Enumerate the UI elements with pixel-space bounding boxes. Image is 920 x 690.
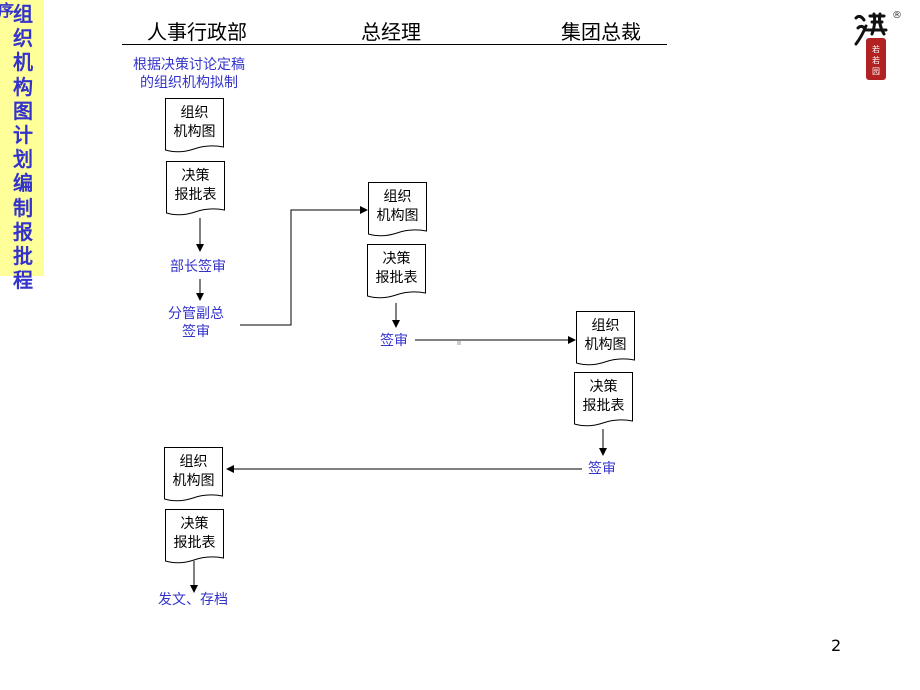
column-header-hr: 人事行政部 [147, 20, 247, 44]
document-org-chart: 组织机构图 [576, 311, 635, 368]
svg-text:园: 园 [872, 67, 880, 76]
document-org-chart: 组织机构图 [368, 182, 427, 239]
step-group-sign: 签审 [588, 461, 616, 477]
page-number: 2 [831, 636, 842, 655]
doc-label-line2: 报批表 [173, 535, 216, 551]
document-approval-form: 决策报批表 [166, 161, 225, 218]
document-org-chart: 组织机构图 [164, 447, 223, 504]
draft-note-line1: 根据决策讨论定稿 [133, 57, 245, 73]
arrow-to-gm [240, 206, 368, 326]
document-approval-form: 决策报批表 [367, 244, 426, 301]
draft-note: 根据决策讨论定稿 的组织机构拟制 [133, 56, 245, 92]
step-vp-line2: 签审 [182, 324, 210, 340]
sidebar-title: 组织机构图计划编制报批程 [13, 2, 33, 293]
column-header-gm: 总经理 [361, 20, 421, 44]
doc-label-line2: 机构图 [173, 124, 216, 140]
doc-label-line2: 报批表 [174, 187, 217, 203]
doc-label-line2: 机构图 [172, 473, 215, 489]
step-gm-sign: 签审 [380, 333, 408, 349]
sidebar-prefix: 序 [0, 1, 15, 20]
svg-text:若: 若 [872, 44, 880, 54]
draft-note-line2: 的组织机构拟制 [140, 75, 238, 91]
doc-label-line2: 报批表 [582, 398, 625, 414]
connector-dot [457, 341, 461, 345]
company-logo: 若 若 园 ® [852, 10, 902, 82]
doc-label-line2: 机构图 [376, 208, 419, 224]
doc-label-line1: 组织 [591, 318, 620, 334]
doc-label-line1: 组织 [179, 454, 208, 470]
doc-label-line1: 组织 [383, 189, 412, 205]
doc-label-line1: 决策 [382, 251, 411, 267]
step-vp-line1: 分管副总 [168, 306, 224, 322]
step-archive: 发文、存档 [158, 592, 228, 608]
document-approval-form: 决策报批表 [574, 372, 633, 429]
column-header-group: 集团总裁 [561, 20, 641, 44]
registered-mark: ® [892, 10, 902, 21]
document-approval-form: 决策报批表 [165, 509, 224, 566]
doc-label-line1: 决策 [181, 168, 210, 184]
header-rule [122, 44, 667, 45]
doc-label-line2: 机构图 [584, 337, 627, 353]
svg-text:若: 若 [872, 55, 880, 65]
sidebar-title-bar: 序 组织机构图计划编制报批程 [0, 0, 44, 292]
doc-label-line1: 决策 [589, 379, 618, 395]
doc-label-line2: 报批表 [375, 270, 418, 286]
document-org-chart: 组织机构图 [165, 98, 224, 155]
doc-label-line1: 组织 [180, 105, 209, 121]
step-vp: 分管副总 签审 [168, 305, 224, 341]
step-dept-head: 部长签审 [170, 259, 226, 275]
doc-label-line1: 决策 [180, 516, 209, 532]
